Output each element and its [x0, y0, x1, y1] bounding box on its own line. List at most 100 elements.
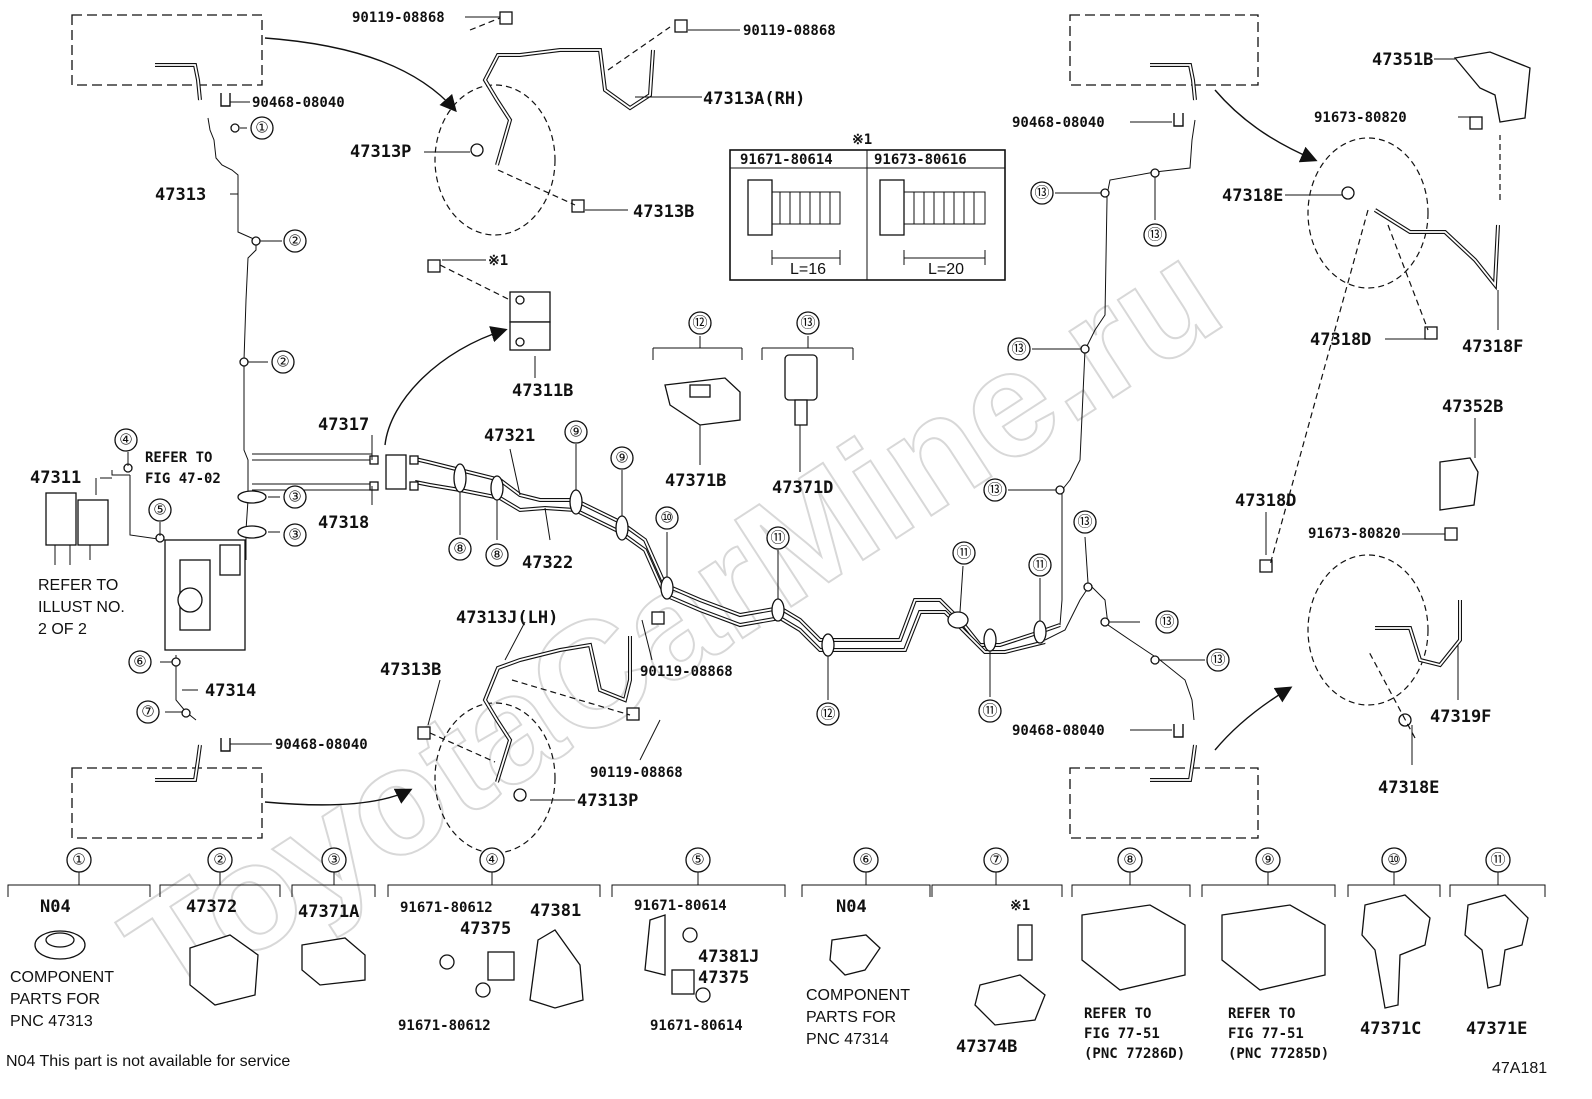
svg-text:③: ③	[288, 489, 301, 506]
callout-1: ①	[250, 116, 274, 140]
footnote: N04 This part is not available for servi…	[6, 1053, 290, 1070]
legend-n04: N04	[40, 897, 71, 917]
label-47318: 47318	[318, 513, 369, 533]
callout-4: ④	[114, 428, 138, 452]
callout-9: ⑨	[564, 420, 588, 444]
legend-refer: REFER TO	[1228, 1006, 1295, 1022]
svg-text:②: ②	[213, 852, 226, 869]
clamp-11-b	[947, 611, 969, 629]
clamp-9-a	[569, 489, 583, 515]
bolt-table-col2: 91673-80616	[874, 152, 967, 168]
callout-5: ⑤	[148, 498, 172, 522]
legend-47381J: 47381J	[698, 947, 759, 967]
callout-13: ⑬	[1206, 648, 1230, 672]
label-refer-fig: REFER TO	[145, 450, 212, 466]
part-47371D	[784, 354, 818, 426]
clamp-12	[821, 633, 835, 657]
bolt-icon	[1017, 924, 1033, 961]
svg-text:⑧: ⑧	[453, 541, 466, 558]
clamp-77286D-icon	[1081, 904, 1186, 991]
bracket-47381-icon	[529, 929, 584, 1009]
svg-text:⑩: ⑩	[1387, 852, 1400, 869]
bolt-icon	[1424, 326, 1438, 340]
legend-91671-80614: 91671-80614	[634, 898, 727, 914]
label-47313P: 47313P	[577, 791, 638, 811]
legend-47375: 47375	[698, 968, 749, 988]
clamp-47372-icon	[189, 934, 259, 1006]
label-47317: 47317	[318, 415, 369, 435]
legend-47375: 47375	[460, 919, 511, 939]
legend-callout-1: ①	[66, 847, 92, 873]
tube-rh-rear	[1059, 119, 1196, 626]
legend-desc: PNC 47313	[10, 1013, 93, 1030]
flex-hose-47318F	[1373, 208, 1500, 291]
callout-6: ⑥	[128, 650, 152, 674]
svg-text:⑫: ⑫	[820, 706, 835, 723]
bolt-icon	[1259, 559, 1273, 573]
legend-desc: PNC 47314	[806, 1031, 889, 1048]
label-47352B: 47352B	[1442, 397, 1503, 417]
detail-circle-front-rh	[434, 84, 556, 236]
bracket-47351B	[1453, 51, 1531, 123]
detail-circle-front-lh	[434, 702, 556, 854]
clip-icon	[1173, 113, 1184, 127]
flex-hose-47319F	[1375, 600, 1462, 668]
legend-refer: REFER TO	[1084, 1006, 1151, 1022]
bolt-icon	[439, 954, 455, 970]
wheel-front-rh-outline	[71, 14, 263, 86]
svg-text:⑪: ⑪	[982, 703, 997, 720]
svg-text:⑪: ⑪	[770, 530, 785, 547]
part-47371B	[664, 377, 741, 426]
legend-refer: FIG 77-51	[1228, 1026, 1304, 1042]
detail-circle-rear-lh	[1307, 554, 1429, 706]
label-90119-08868: 90119-08868	[743, 23, 836, 39]
callout-12: ⑫	[688, 311, 712, 335]
bolt-table-col1: 91671-80614	[740, 152, 833, 168]
bracket-47352B	[1439, 457, 1479, 511]
svg-text:⑤: ⑤	[153, 502, 166, 519]
legend-callout-4: ④	[479, 847, 505, 873]
legend-refer: (PNC 77286D)	[1084, 1046, 1185, 1062]
washer-icon	[1341, 186, 1355, 200]
bolt-icon	[417, 726, 431, 740]
svg-text:⑥: ⑥	[133, 654, 146, 671]
wheel-rear-rh-outline	[1069, 14, 1259, 86]
svg-text:⑪: ⑪	[1490, 852, 1505, 869]
clamp-10	[660, 576, 674, 600]
label-refer-illust: 2 OF 2	[38, 621, 87, 638]
bolt-spec-table	[729, 149, 1006, 281]
legend-91671-80614: 91671-80614	[650, 1018, 743, 1034]
svg-text:⑧: ⑧	[1123, 852, 1136, 869]
legend-callout-11: ⑪	[1485, 847, 1511, 873]
clamp-8-b	[490, 475, 504, 501]
label-47313A-rh: 47313A(RH)	[703, 89, 805, 109]
label-refer-fig: FIG 47-02	[145, 471, 221, 487]
legend-callout-2: ②	[207, 847, 233, 873]
label-47318E: 47318E	[1222, 186, 1283, 206]
label-refer-illust: REFER TO	[38, 577, 118, 594]
tube-47318	[252, 483, 372, 491]
detail-circle-rear-rh	[1307, 137, 1429, 289]
callout-10: ⑩	[655, 506, 679, 530]
svg-text:⑨: ⑨	[1261, 852, 1274, 869]
clamp-11-a	[771, 598, 785, 622]
label-91673-80820: 91673-80820	[1314, 110, 1407, 126]
svg-text:②: ②	[288, 233, 301, 250]
callout-8: ⑧	[485, 543, 509, 567]
legend-47381: 47381	[530, 901, 581, 921]
clip-N04-icon	[829, 934, 881, 976]
svg-text:⑨: ⑨	[569, 424, 582, 441]
label-90119-08868: 90119-08868	[352, 10, 445, 26]
callout-11: ⑪	[1028, 553, 1052, 577]
clamp-47374B-icon	[974, 974, 1046, 1026]
bolt-icon	[1469, 116, 1483, 130]
label-47313: 47313	[155, 185, 206, 205]
label-47314: 47314	[205, 681, 256, 701]
legend-47371C: 47371C	[1360, 1019, 1421, 1039]
clamp-47371A-icon	[301, 937, 366, 986]
bolt-icon	[674, 19, 688, 33]
label-90119-08868: 90119-08868	[640, 664, 733, 680]
callout-13: ⑬	[983, 478, 1007, 502]
svg-text:⑬: ⑬	[1011, 341, 1026, 358]
legend-refer: FIG 77-51	[1084, 1026, 1160, 1042]
